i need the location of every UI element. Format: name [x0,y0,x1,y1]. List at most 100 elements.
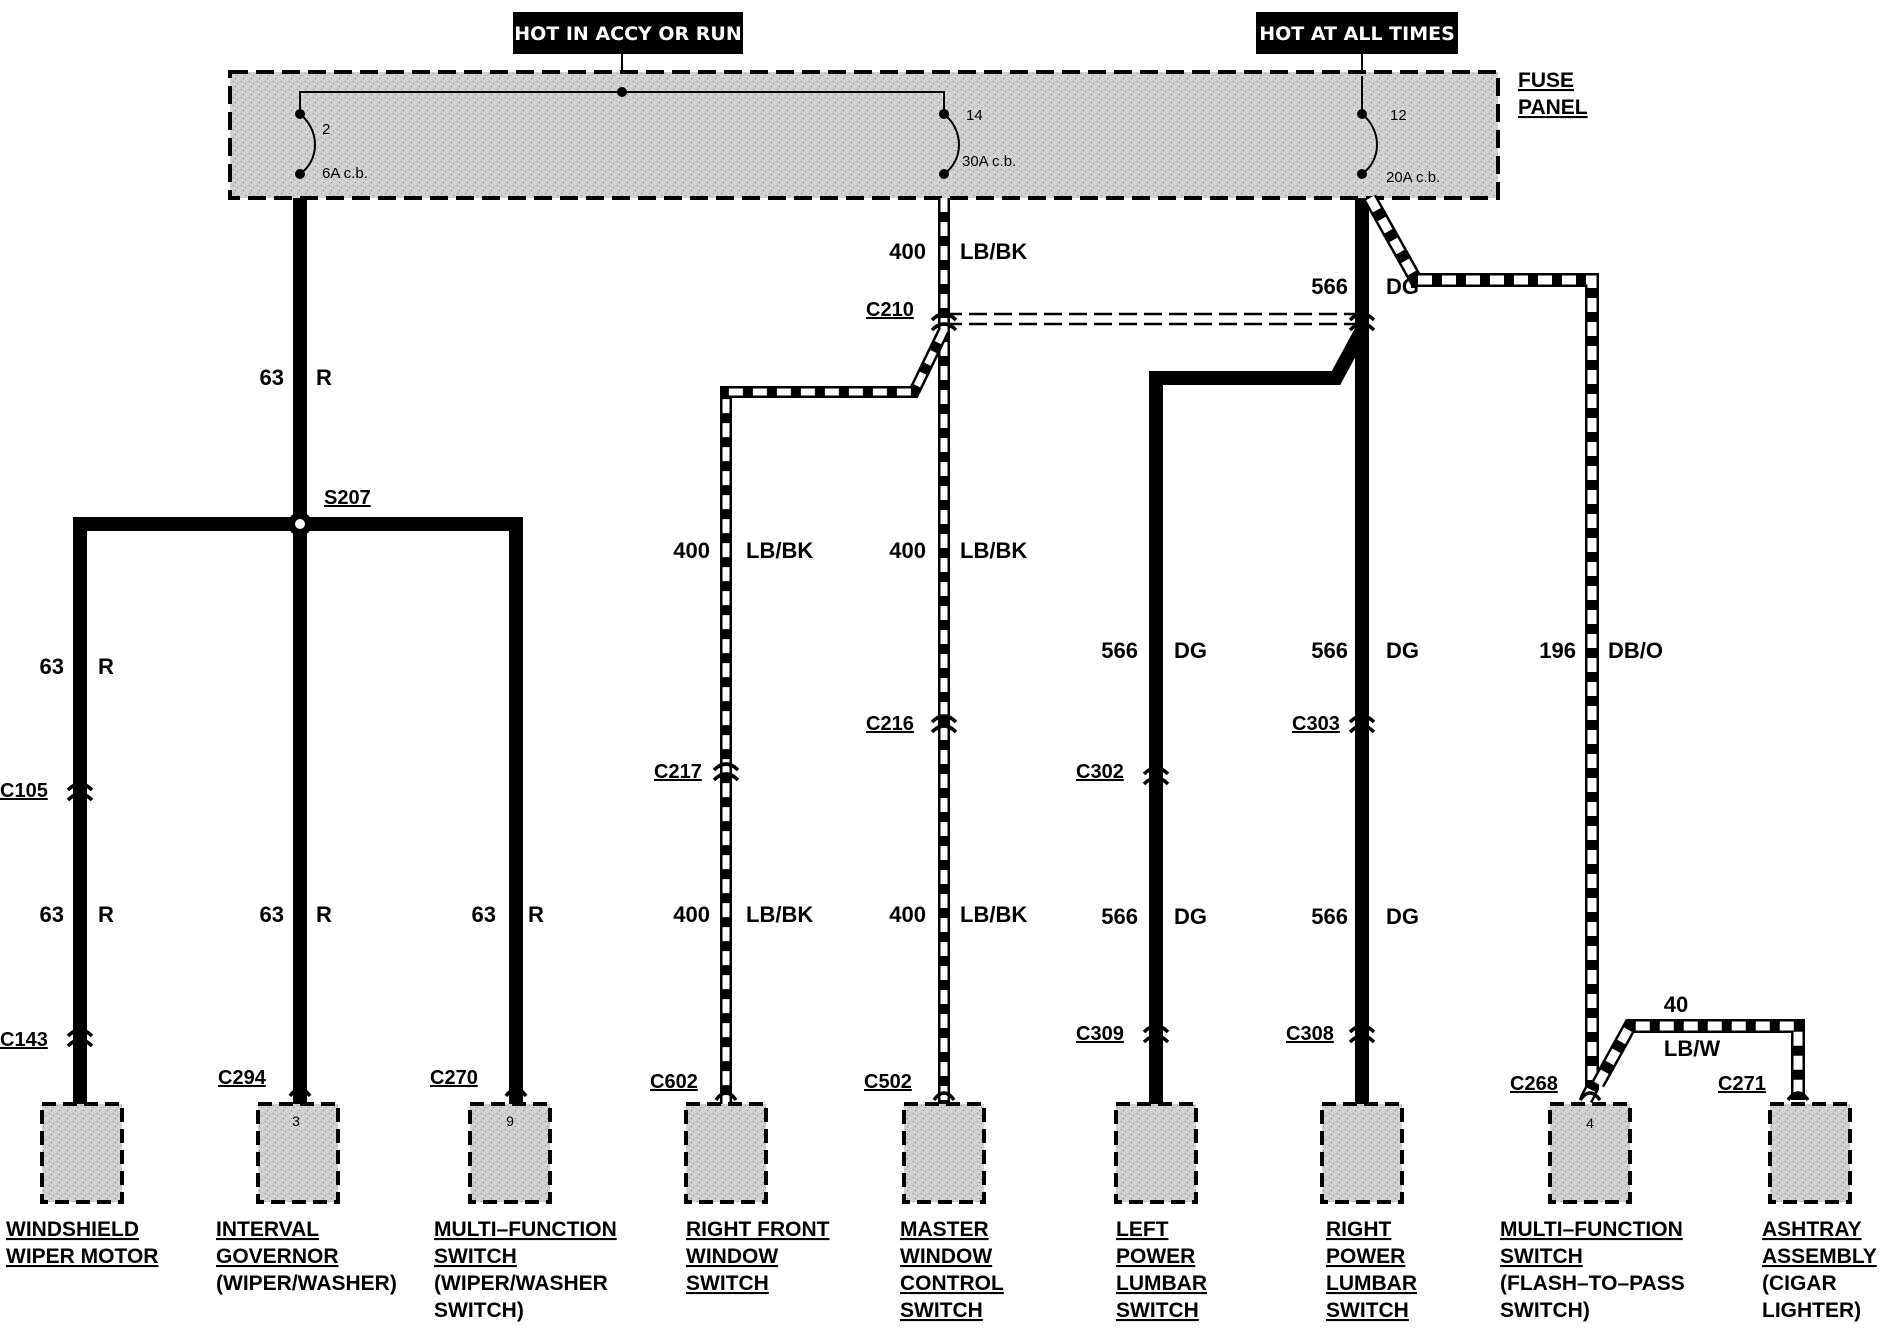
fuse-panel: FUSE PANEL [228,69,1588,200]
component-multi-function-switch-wiper [468,1102,552,1204]
component-label-right-power-lumbar-switch: POWER [1326,1245,1405,1268]
splice-s207: S207 [288,487,371,536]
component-left-power-lumbar-switch [1114,1102,1198,1204]
connector-c602-label: C602 [650,1071,698,1093]
pin-interval-governor: 3 [292,1113,300,1129]
component-label-interval-governor: GOVERNOR [216,1245,339,1268]
component-label-right-front-window-switch: RIGHT FRONT [686,1218,830,1241]
wire-566-number: 566 [1311,638,1348,663]
connector-c602 [714,1091,738,1102]
component-label-right-power-lumbar-switch: SWITCH [1326,1299,1409,1322]
connector-c271-label: C271 [1718,1073,1766,1095]
connector-c302 [1142,766,1170,786]
wire-400-color: LB/BK [746,538,813,563]
wire-40-color: LB/W [1664,1036,1720,1061]
connector-c105-label: C105 [0,780,48,802]
connector-c268 [1578,1091,1602,1102]
connector-c217 [712,762,740,782]
connector-c294-label: C294 [218,1067,267,1089]
component-master-window-control-switch [902,1102,986,1204]
component-right-front-window-switch [684,1102,768,1204]
connector-c216-label: C216 [866,713,914,735]
component-sublabel-multi-function-switch-wiper: (WIPER/WASHER [434,1272,608,1295]
connector-c217-label: C217 [654,761,702,783]
connector-c502-label: C502 [864,1071,912,1093]
component-label-windshield-wiper-motor: WIPER MOTOR [6,1245,158,1268]
wire-63-number: 63 [40,902,64,927]
component-ashtray-assembly [1768,1102,1852,1204]
pin-labels: 3 9 4 [292,1113,1594,1131]
connector-c294 [288,1087,312,1098]
wire-63-color: R [98,902,114,927]
connector-c302-label: C302 [1076,761,1124,783]
connector-c303-label: C303 [1292,713,1340,735]
wire-400-color: LB/BK [746,902,813,927]
connectors [66,312,1810,1102]
connector-c309-label: C309 [1076,1023,1124,1045]
component-sublabel-ashtray-assembly: (CIGAR [1762,1272,1837,1295]
component-label-windshield-wiper-motor: WINDSHIELD [6,1218,139,1241]
wire-400-color: LB/BK [960,239,1027,264]
fuse-panel-label-line2: PANEL [1518,96,1588,119]
banner-hot-at-all-times: HOT AT ALL TIMES [1256,12,1458,54]
wire-196-number: 196 [1539,638,1576,663]
wire-196-color: DB/O [1608,638,1663,663]
connector-c210-566 [1348,312,1376,332]
fuse-14-number: 14 [966,107,983,124]
component-label-left-power-lumbar-switch: SWITCH [1116,1299,1199,1322]
component-label-interval-governor: INTERVAL [216,1218,319,1241]
wire-shield-dashed [944,312,1362,326]
component-label-right-power-lumbar-switch: RIGHT [1326,1218,1392,1241]
banner-hot-accy-run-label: HOT IN ACCY OR RUN [514,23,742,45]
component-label-right-front-window-switch: SWITCH [686,1272,769,1295]
connector-c216 [930,714,958,734]
component-label-left-power-lumbar-switch: POWER [1116,1245,1195,1268]
banner-hot-at-all-times-label: HOT AT ALL TIMES [1259,23,1455,45]
wire-566-left-lumbar [1149,326,1369,1110]
wire-566-number: 566 [1101,638,1138,663]
banner-hot-accy-run: HOT IN ACCY OR RUN [513,12,743,54]
wire-labels: 63 R 63 R 63 R 63 R 63 R 400 LB/BK 400 L… [40,239,1721,1061]
wire-40 [1591,1019,1805,1100]
connector-c210-label: C210 [866,299,914,321]
connector-c143-label: C143 [0,1029,48,1051]
component-label-master-window-control-switch: CONTROL [900,1272,1004,1295]
component-label-left-power-lumbar-switch: LUMBAR [1116,1272,1207,1295]
pin-mf-switch-flash: 4 [1586,1115,1594,1131]
wire-400-number: 400 [889,239,926,264]
wire-566-color: DG [1174,638,1207,663]
wire-400-right-front [720,327,950,1110]
component-label-multi-function-switch-flash: SWITCH [1500,1245,1583,1268]
wire-566-number: 566 [1311,904,1348,929]
fuse-12: 12 20A c.b. [1357,76,1440,186]
component-windshield-wiper-motor [40,1102,124,1204]
wire-63-color: R [316,902,332,927]
fuse-14: 14 30A c.b. [939,107,1016,179]
component-labels: WINDSHIELD WIPER MOTOR INTERVAL GOVERNOR (WI… [6,1218,1877,1322]
wire-566-color: DG [1386,274,1419,299]
fuse-14-rating: 30A c.b. [962,153,1016,170]
wire-63-color: R [98,654,114,679]
wire-400-color: LB/BK [960,902,1027,927]
connector-c268-label: C268 [1510,1073,1558,1095]
component-label-right-front-window-switch: WINDOW [686,1245,778,1268]
component-sublabel-interval-governor: (WIPER/WASHER) [216,1272,397,1295]
wire-566-color: DG [1386,904,1419,929]
components [40,1102,1852,1204]
component-sublabel-multi-function-switch-wiper: SWITCH) [434,1299,524,1322]
component-interval-governor [256,1102,340,1204]
wire-63-number: 63 [40,654,64,679]
fuse-12-rating: 20A c.b. [1386,169,1440,186]
fuse-panel-label-line1: FUSE [1518,69,1574,92]
fuse-2-rating: 6A c.b. [322,165,368,182]
splice-s207-label: S207 [324,487,371,509]
component-label-multi-function-switch-flash: MULTI–FUNCTION [1500,1218,1683,1241]
component-label-ashtray-assembly: ASHTRAY [1762,1218,1862,1241]
wire-63-number: 63 [472,902,496,927]
component-label-master-window-control-switch: MASTER [900,1218,989,1241]
wire-400-number: 400 [889,902,926,927]
fuse-2: 2 6A c.b. [295,109,368,182]
connector-c143 [66,1028,94,1048]
component-sublabel-multi-function-switch-flash: SWITCH) [1500,1299,1590,1322]
